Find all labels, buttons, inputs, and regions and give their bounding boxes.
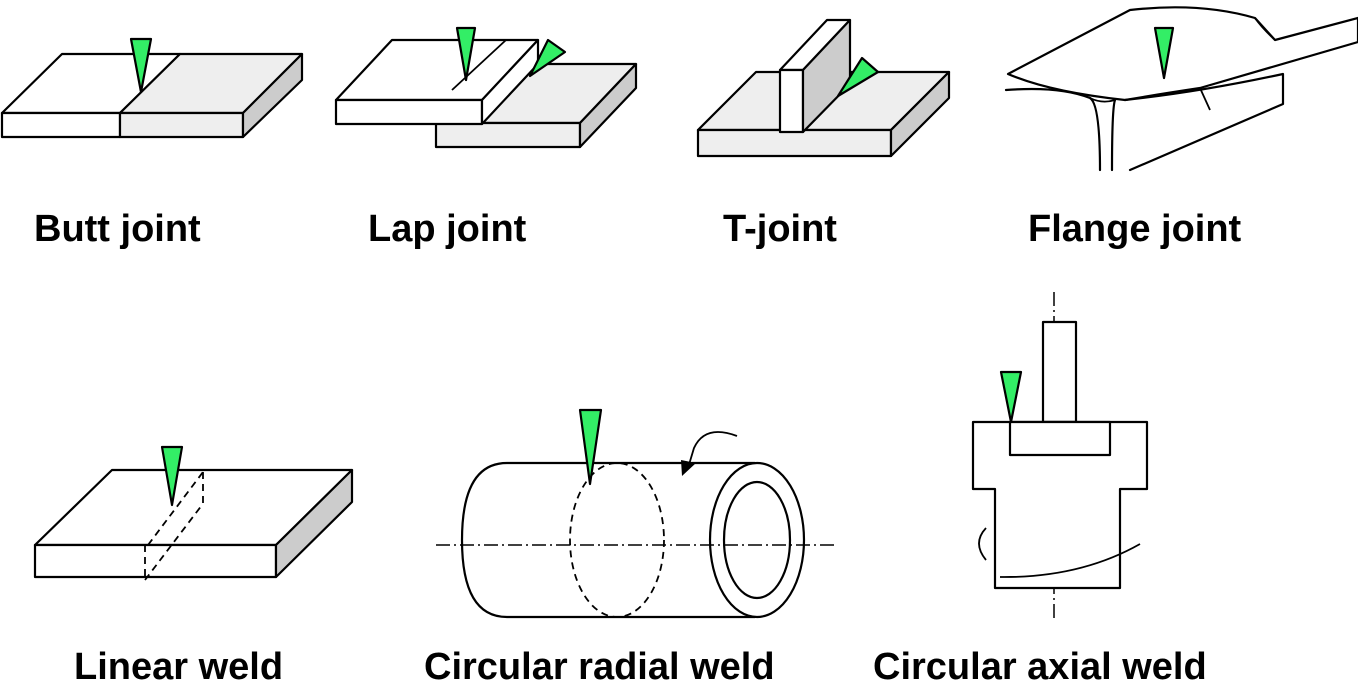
circular-axial-weld-label: Circular axial weld <box>873 646 1207 688</box>
circular-radial-weld-label: Circular radial weld <box>424 646 775 688</box>
linear-weld-label: Linear weld <box>74 646 284 688</box>
circular-radial-weld-illustration <box>436 408 836 619</box>
flange-joint-label: Flange joint <box>1028 208 1242 250</box>
torch-icon <box>455 26 477 82</box>
circular-axial-weld-illustration <box>971 292 1149 620</box>
torch-icon <box>836 56 880 98</box>
t-joint-label: T-joint <box>723 208 837 250</box>
t-joint-illustration <box>696 18 951 158</box>
torch-icon <box>528 38 567 78</box>
torch-icon <box>1153 26 1175 80</box>
flange-joint-illustration <box>1004 6 1358 172</box>
lap-joint-label: Lap joint <box>368 208 527 250</box>
torch-icon <box>578 408 603 486</box>
torch-icon <box>129 37 153 94</box>
torch-icon <box>160 445 184 507</box>
butt-joint-illustration <box>0 37 304 139</box>
lap-joint-illustration <box>334 26 638 149</box>
torch-icon <box>999 370 1023 424</box>
butt-joint-label: Butt joint <box>34 208 201 250</box>
linear-weld-illustration <box>33 445 354 581</box>
